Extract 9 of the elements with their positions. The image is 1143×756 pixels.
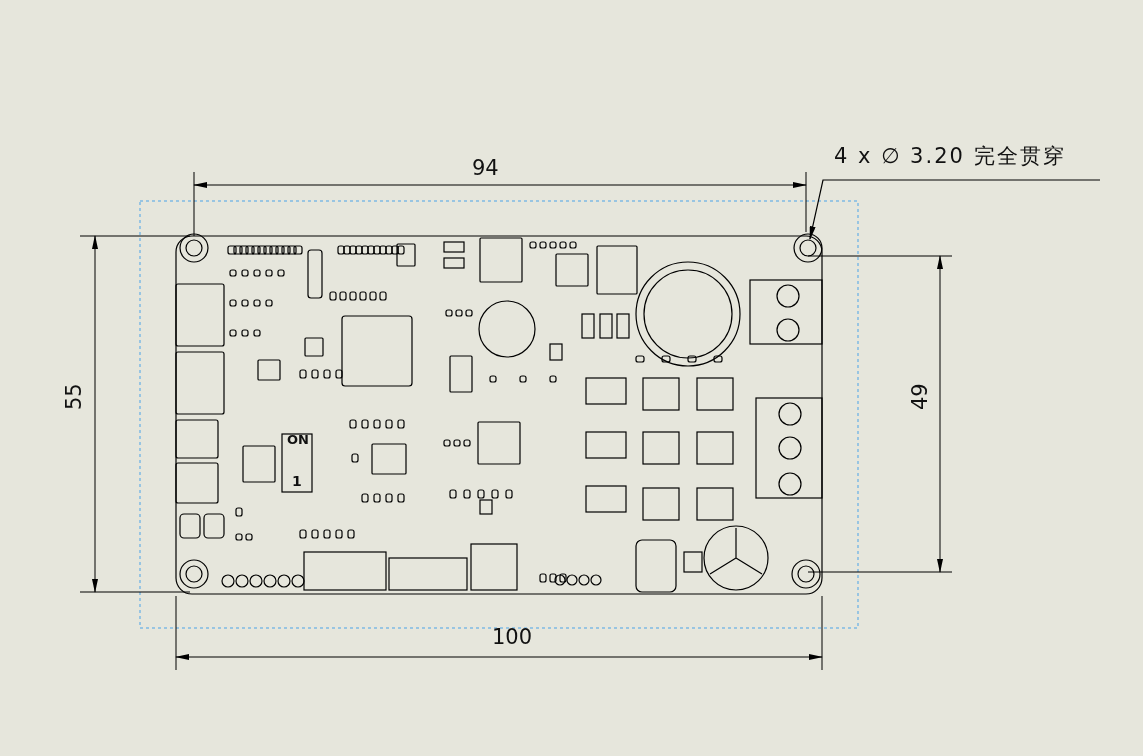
leader-line <box>809 179 1101 241</box>
hole-callout-text: 4 x ∅ 3.20 完全贯穿 <box>834 146 1100 180</box>
switch-number: 1 <box>292 474 302 488</box>
dimension-text: 100 <box>492 627 533 648</box>
switch-label: ON <box>287 433 309 446</box>
dimension-text: 55 <box>64 383 85 410</box>
mounting-hole <box>799 239 817 257</box>
dimension-text: 94 <box>472 158 499 179</box>
dimension-text: 49 <box>910 383 931 410</box>
